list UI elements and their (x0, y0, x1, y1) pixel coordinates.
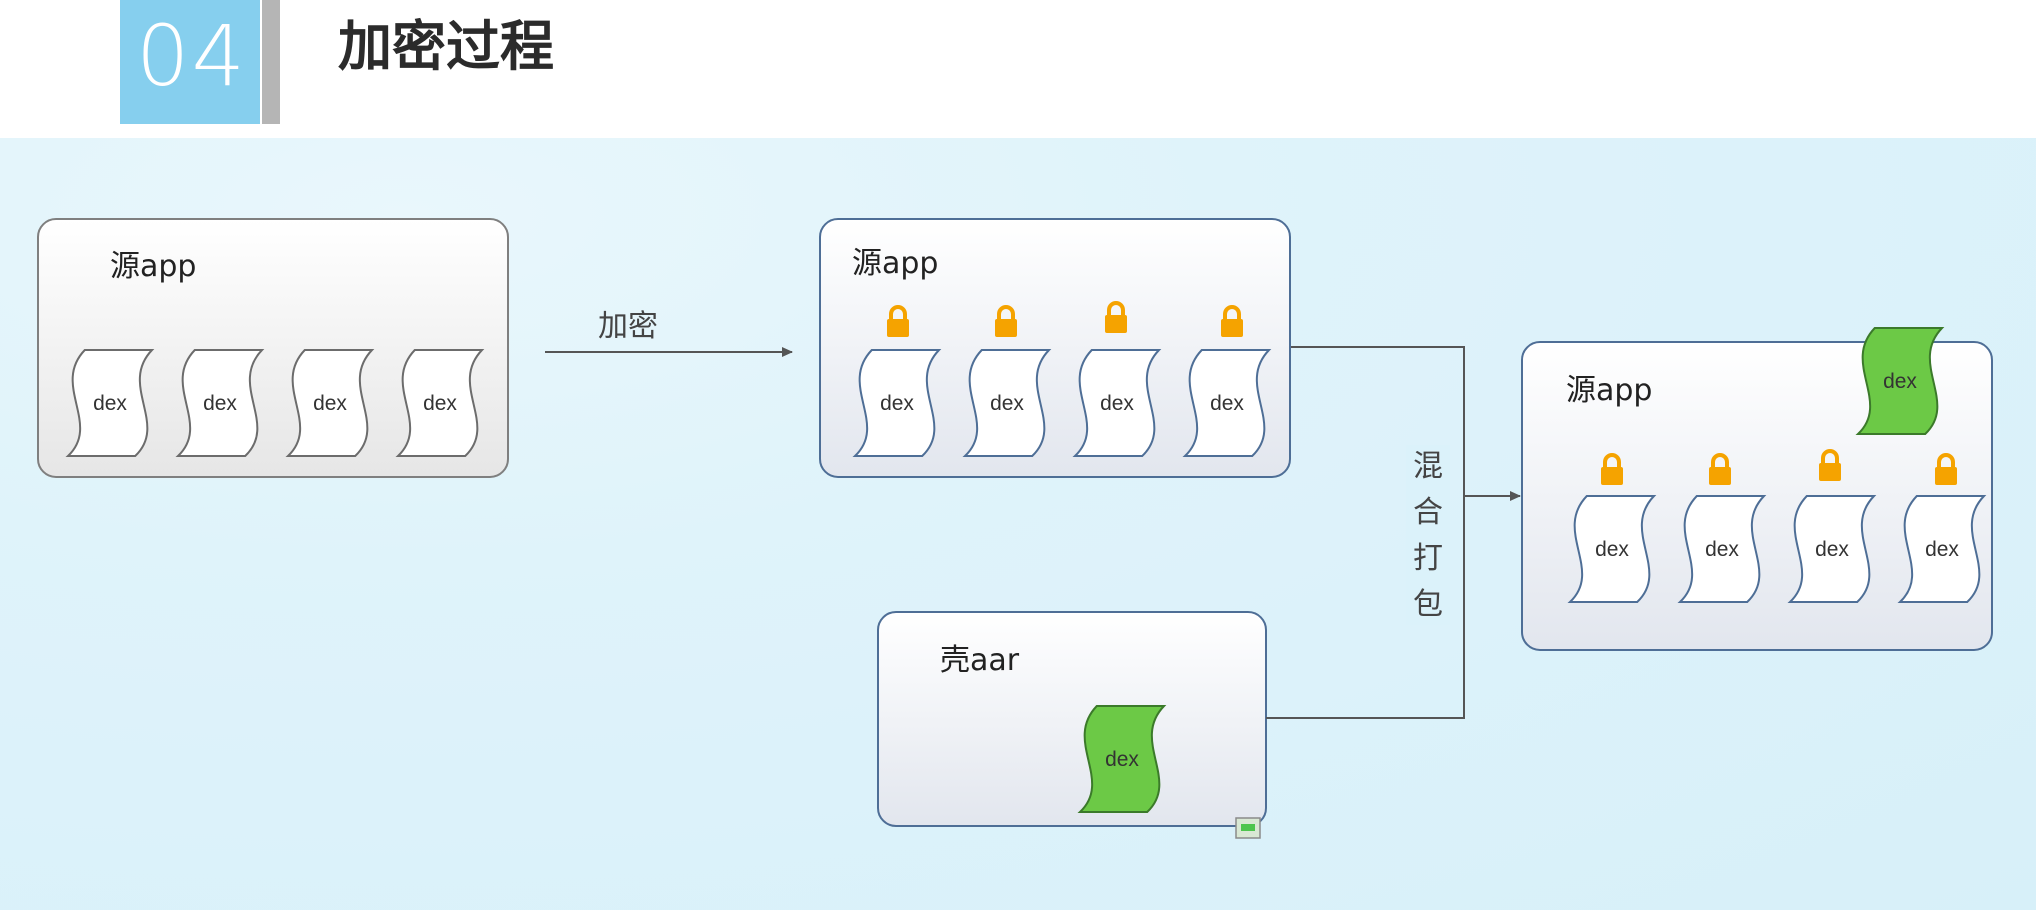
result-dex-2-label: dex (1705, 538, 1739, 561)
result-dex-1: dex (1567, 495, 1657, 603)
encrypted-dex-1-label: dex (880, 392, 914, 415)
encrypted-app-label: 源app (852, 246, 938, 281)
result-app-box: 源app dex dex dex dex dex (1521, 327, 1993, 651)
source-dex-1-shape (65, 349, 155, 457)
encrypt-label: 加密 (598, 309, 658, 344)
encrypted-dex-2: dex (962, 349, 1052, 457)
result-dex-3-label: dex (1815, 538, 1849, 561)
encrypted-dex-2-label: dex (990, 392, 1024, 415)
source-dex-3-label: dex (313, 392, 347, 415)
result-dex-4-shape (1897, 495, 1987, 603)
encrypted-dex-1-shape (852, 349, 942, 457)
source-dex-2-shape (175, 349, 265, 457)
result-dex-1-shape (1567, 495, 1657, 603)
result-dex-4: dex (1897, 495, 1987, 603)
source-dex-4: dex (395, 349, 485, 457)
result-dex-2-shape (1677, 495, 1767, 603)
result-app-label: 源app (1566, 373, 1652, 408)
encrypted-dex-3: dex (1072, 349, 1162, 457)
encrypted-dex-4: dex (1182, 349, 1272, 457)
result-shell-dex-shape (1855, 327, 1945, 435)
merge-label-char-3: 打 (1413, 541, 1443, 576)
encrypted-dex-4-label: dex (1210, 392, 1244, 415)
page-title: 加密过程 (338, 15, 554, 78)
source-app-label: 源app (110, 249, 196, 284)
encrypted-dex-3-shape (1072, 349, 1162, 457)
section-number: 04 (136, 7, 247, 105)
encrypted-lock-icon-3 (1105, 301, 1127, 333)
source-dex-3-shape (285, 349, 375, 457)
encrypted-dex-2-shape (962, 349, 1052, 457)
source-dex-4-shape (395, 349, 485, 457)
result-dex-3: dex (1787, 495, 1877, 603)
encrypted-lock-icon-2 (995, 305, 1017, 337)
result-lock-icon-2 (1709, 453, 1731, 485)
source-app-box: 源app dex dex dex dex (37, 218, 509, 478)
encrypted-dex-1: dex (852, 349, 942, 457)
result-dex-3-shape (1787, 495, 1877, 603)
encrypted-dex-3-label: dex (1100, 392, 1134, 415)
result-shell-dex: dex (1855, 327, 1945, 435)
source-dex-3: dex (285, 349, 375, 457)
source-dex-1-label: dex (93, 392, 127, 415)
encrypt-arrow: 加密 (545, 309, 793, 357)
source-dex-4-label: dex (423, 392, 457, 415)
result-lock-icon-3 (1819, 449, 1841, 481)
section-number-badge: 04 (120, 0, 260, 124)
result-lock-icon-1 (1601, 453, 1623, 485)
result-shell-dex-label: dex (1883, 370, 1917, 393)
result-dex-4-label: dex (1925, 538, 1959, 561)
encrypted-app-box: 源app dex dex dex dex (819, 218, 1291, 478)
shell-dex-label: dex (1105, 748, 1139, 771)
merge-label-char-2: 合 (1413, 495, 1443, 530)
result-dex-2: dex (1677, 495, 1767, 603)
shell-dex-shape (1077, 705, 1167, 813)
encrypted-lock-icon-1 (887, 305, 909, 337)
shell-dex: dex (1077, 705, 1167, 813)
merge-label-char-4: 包 (1413, 587, 1443, 622)
shell-aar-box: 壳aar dex (877, 611, 1267, 839)
result-lock-icon-4 (1935, 453, 1957, 485)
merge-label-bg (1406, 445, 1450, 625)
encrypted-lock-icon-4 (1221, 305, 1243, 337)
resize-handle-icon[interactable] (1235, 817, 1261, 839)
source-dex-2: dex (175, 349, 265, 457)
merge-connector: 混 合 打 包 (1266, 346, 1521, 719)
result-dex-1-label: dex (1595, 538, 1629, 561)
source-dex-1: dex (65, 349, 155, 457)
shell-aar-label: 壳aar (940, 643, 1020, 678)
header-divider (262, 0, 280, 124)
merge-label-char-1: 混 (1413, 449, 1443, 484)
encrypted-dex-4-shape (1182, 349, 1272, 457)
source-dex-2-label: dex (203, 392, 237, 415)
